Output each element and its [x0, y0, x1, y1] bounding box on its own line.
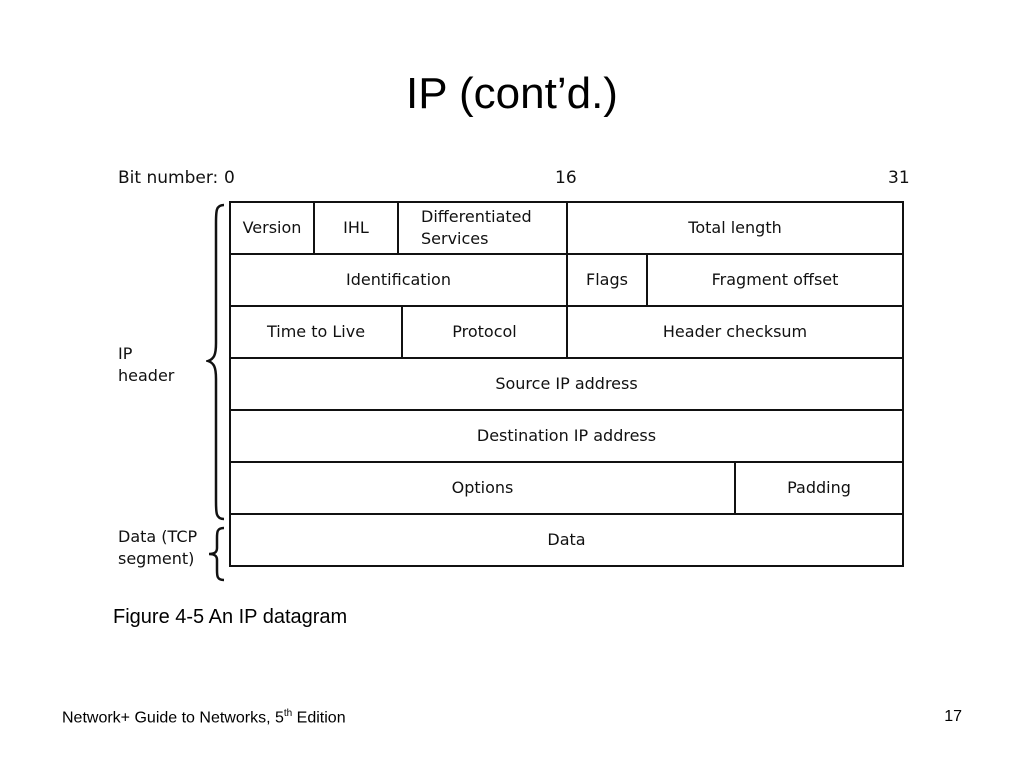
ip-header-label-line-1: IP — [118, 344, 133, 363]
field-differentiated-services-line-1: Differentiated — [421, 207, 532, 226]
field-data: Data — [228, 513, 905, 567]
table-row: Identification Flags Fragment offset — [228, 253, 905, 307]
table-row: Time to Live Protocol Header checksum — [229, 305, 905, 359]
figure-caption: Figure 4-5 An IP datagram — [113, 606, 348, 628]
field-differentiated-services: Differentiated Services — [396, 201, 569, 255]
table-row: Data — [228, 513, 905, 567]
field-time-to-live: Time to Live — [229, 305, 403, 359]
field-differentiated-services-line-2: Services — [421, 229, 489, 248]
data-label-line-1: Data (TCP — [118, 527, 198, 546]
slide-title: IP (cont’d.) — [406, 69, 618, 118]
ip-datagram-table: Version IHL Differentiated Services Tota… — [228, 201, 905, 567]
table-row: Options Padding — [228, 461, 905, 515]
field-protocol: Protocol — [400, 305, 569, 359]
field-options: Options — [228, 461, 737, 515]
data-label-line-2: segment) — [118, 549, 195, 568]
data-tcp-segment-label: Data (TCP segment) — [118, 526, 197, 570]
field-destination-ip-address: Destination IP address — [228, 409, 905, 463]
bit-tick-0: 0 — [224, 168, 235, 188]
table-row: Version IHL Differentiated Services Tota… — [229, 201, 905, 255]
field-header-checksum: Header checksum — [566, 305, 905, 359]
ip-header-label-line-2: header — [118, 366, 175, 385]
page-number: 17 — [944, 708, 962, 725]
field-total-length: Total length — [566, 201, 905, 255]
field-ihl: IHL — [313, 201, 399, 255]
bit-tick-31: 31 — [888, 168, 910, 188]
footer-text-after-sup: Edition — [292, 709, 346, 727]
footer-text-before-sup: Network+ Guide to Networks, 5 — [62, 709, 284, 727]
field-fragment-offset: Fragment offset — [646, 253, 905, 307]
bit-tick-16: 16 — [555, 168, 577, 188]
field-version: Version — [229, 201, 315, 255]
ip-header-label: IP header — [118, 343, 174, 387]
field-source-ip-address: Source IP address — [228, 357, 905, 411]
field-flags: Flags — [566, 253, 649, 307]
field-padding: Padding — [734, 461, 905, 515]
table-row: Source IP address — [228, 357, 905, 411]
bit-number-label: Bit number: — [118, 168, 219, 188]
table-row: Destination IP address — [228, 409, 905, 463]
field-identification: Identification — [228, 253, 569, 307]
footer-superscript: th — [283, 708, 293, 719]
ip-header-brace — [206, 203, 225, 521]
data-brace — [208, 526, 225, 582]
footer-book-title: Network+ Guide to Networks, 5th Edition — [62, 708, 346, 727]
